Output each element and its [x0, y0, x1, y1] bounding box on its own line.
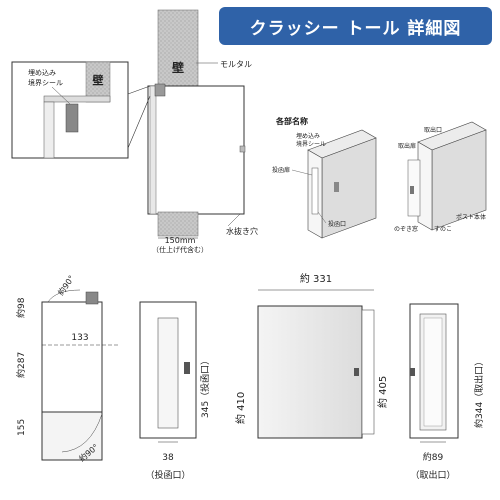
back-view: 約89 （取出口） 約344（取出口） — [409, 303, 485, 481]
wall-label-inset: 壁 — [93, 73, 104, 87]
wall-bottom-block — [157, 211, 199, 237]
post-side-body — [147, 85, 245, 215]
wall-top-block — [157, 9, 199, 89]
label-outlet: 取出口 — [424, 126, 442, 134]
side-top-label: 約98 — [15, 297, 27, 318]
inset-label-1: 埋め込み — [28, 68, 56, 77]
side-main-label: 約287 — [15, 352, 27, 378]
page-title: クラッシー トール 詳細図 — [249, 18, 462, 39]
slot-view: 38 （投函口） 345（投函口） — [139, 301, 211, 481]
label-embed-1: 埋め込み — [296, 132, 320, 140]
side-depth-label: 133 — [71, 333, 88, 343]
mortar-label: モルタル — [220, 60, 252, 69]
width-150-label: 150mm — [165, 236, 196, 245]
back-height-label: 約344（取出口） — [473, 357, 485, 428]
back-width-label: 約89 — [423, 451, 444, 463]
label-slot-port: 投函口 — [328, 220, 346, 228]
side-bottom-label: 155 — [17, 419, 27, 436]
label-drain-board: すのこ — [434, 226, 452, 233]
label-outlet-door: 取出扉 — [398, 142, 416, 150]
slot-width-sub: （投函口） — [145, 469, 190, 481]
label-post-body: ポスト本体 — [456, 213, 486, 221]
front-height-label: 約 410 — [234, 392, 247, 424]
parts-heading: 各部名称 — [275, 116, 308, 126]
slot-width-label: 38 — [162, 453, 174, 463]
angle-top-label: 約90° — [55, 273, 76, 297]
install-section: 壁 モルタル 水抜き穴 150mm （仕上げ代含む） 壁 埋め込み 境界シール — [11, 9, 258, 254]
drain-hole-label: 水抜き穴 — [226, 226, 258, 236]
title-badge: クラッシー トール 詳細図 — [219, 7, 492, 45]
parts-section: 各部名称 埋め込み 境界シール 投函扉 投函口 取出口 取出扉 のぞき窓 すのこ… — [272, 116, 487, 239]
width-150-sub: （仕上げ代含む） — [152, 245, 208, 254]
front-width-label: 約 331 — [300, 272, 332, 285]
side-view: 133 約90° 約90° 約98 約287 155 — [15, 273, 120, 464]
back-width-sub: （取出口） — [410, 469, 455, 481]
slot-height-label: 345（投函口） — [199, 356, 211, 418]
inset-label-2: 境界シール — [28, 78, 63, 87]
label-embed-2: 境界シール — [296, 140, 326, 148]
front-height2-label: 約 405 — [376, 376, 389, 408]
front-view: 約 331 約 410 約 405 — [234, 272, 389, 439]
wall-label-top: 壁 — [172, 60, 184, 75]
label-peep-window: のぞき窓 — [394, 225, 418, 233]
label-slot-plate: 投函扉 — [272, 166, 290, 174]
